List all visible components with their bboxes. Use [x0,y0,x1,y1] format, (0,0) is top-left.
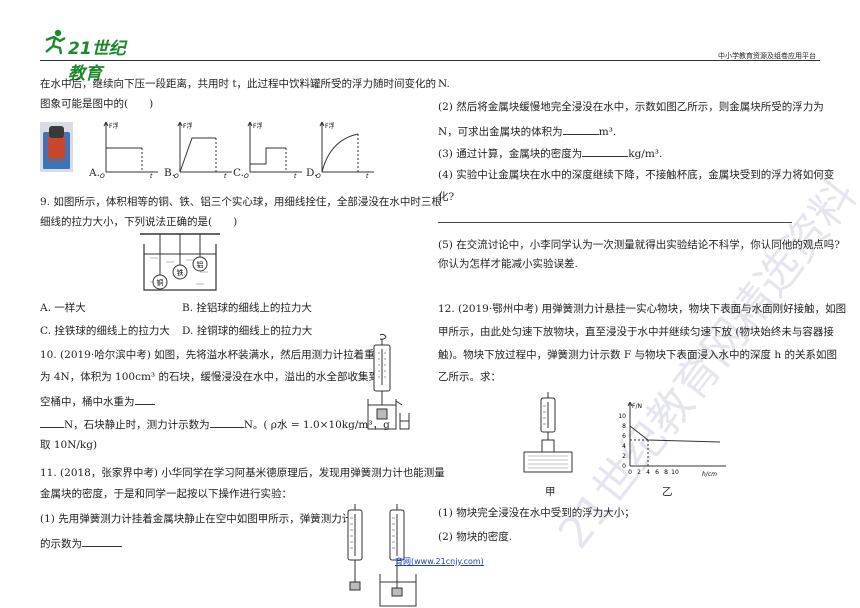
q9-option-b[interactable]: B. 拴铝球的细线上的拉力大 [182,302,312,314]
q9-line1: 9. 如图所示，体积相等的铜、铁、铝三个实心球，用细线拴住，全部浸没在水中时三根 [40,196,442,208]
q10-line1: 10. (2019·哈尔滨中考) 如图，先将溢水杯装满水，然后用测力计拉着重 [40,349,375,361]
can-photo [40,122,73,172]
q8-line1: 在水中后，继续向下压一段距离，共用时 t，此过程中饮料罐所受的浮力随时间变化的 [40,78,437,90]
q12-line1: 12. (2019·鄂州中考) 用弹簧测力计悬挂一实心物块，物块下表面与水面刚好… [438,303,847,315]
figure-jia-label: 甲 [545,486,556,498]
header-divider [40,60,820,61]
svg-text:4: 4 [646,469,650,476]
q11-line1: 11. (2018，张家界中考) 小华同学在学习阿基米德原理后，发现用弹簧测力计… [40,467,445,479]
svg-text:F浮: F浮 [253,122,262,130]
header-right-text: 中小学教育资源及组卷应用平台 [718,52,816,60]
svg-text:O: O [100,173,105,178]
svg-text:铁: 铁 [177,268,184,277]
svg-text:h/cm: h/cm [702,471,717,478]
answer-line [438,222,792,223]
q11-step4: (4) 实验中让金属块在水中的深度继续下降，不接触杯底，金属块受到的浮力将如何变 [438,169,835,181]
overflow-cup-figure [367,333,410,430]
svg-text:铜: 铜 [157,278,164,287]
q12-line4: 乙所示。求： [438,371,501,383]
q9-option-c[interactable]: C. 拴铁球的细线上的拉力大 [40,325,170,337]
svg-text:F/N: F/N [632,403,642,410]
q11-line3: (1) 先用弹簧测力计挂着金属块静止在空中如图甲所示，弹簧测力计 [40,513,353,525]
svg-text:6: 6 [655,469,659,476]
q12-sub2: (2) 物块的密度. [438,531,513,543]
q10-line5: 取 10N/kg) [40,439,98,451]
spring-scale-figures [347,504,417,607]
svg-text:0: 0 [622,463,626,470]
svg-text:O: O [174,173,179,178]
q9-line2: 细线的拉力大小，下列说法正确的是( ) [40,216,238,228]
svg-text:F浮: F浮 [183,122,192,130]
figure-jia [523,392,573,473]
svg-text:10: 10 [618,413,626,420]
svg-text:8: 8 [664,469,668,476]
svg-text:O: O [316,173,321,178]
logo-text: 21世纪教育 [68,39,126,84]
runner-logo-icon [45,29,66,55]
svg-text:t: t [366,173,369,178]
svg-text:2: 2 [637,469,641,476]
option-a-label[interactable]: A. [89,167,100,179]
q12-line3: 触)。物块下放过程中，弹簧测力计示数 F 与物块下表面浸入水中的深度 h 的关系… [438,349,837,361]
graph-d: F浮 O t [316,121,374,178]
site-logo: 21世纪教育 [40,28,140,84]
svg-text:0: 0 [628,469,632,476]
graph-b: F浮 O t [174,121,232,178]
q11-step4-cont: 化? [438,191,455,203]
q12-sub1: (1) 物块完全浸没在水中受到的浮力大小； [438,507,635,519]
svg-text:O: O [244,173,249,178]
q11-step5-cont: 你认为怎样才能减小实验误差. [438,258,578,270]
q11-step5: (5) 在交流讨论中，小李同学认为一次测量就得出实验结论不科学，你认同他的观点吗… [438,239,840,251]
option-c-label[interactable]: C. [233,167,244,179]
svg-text:t: t [294,173,297,178]
q10-line3: 空桶中，桶中水重为 [40,393,155,409]
q11-cont-line1: N. [438,78,450,90]
svg-text:6: 6 [622,433,626,440]
figure-yi-label: 乙 [662,486,673,498]
svg-text:F浮: F浮 [109,122,118,130]
q10-line2: 为 4N，体积为 100cm³ 的石块，缓慢浸没在水中，溢出的水全部收集到小 [40,371,390,383]
figure-yi-chart: F/N h/cm 0 2 4 6 8 10 0 2 4 6 8 10 [618,401,726,478]
svg-text:t: t [224,173,227,178]
q8-line2: 图象可能是图中的( ) [40,98,154,110]
q11-step2: (2) 然后将金属块缓慢地完全浸没在水中，示数如图乙所示，则金属块所受的浮力为 [438,101,824,113]
svg-text:8: 8 [622,423,626,430]
footer-link[interactable]: 育网(www.21cnjy.com) [395,557,484,566]
svg-text:10: 10 [671,469,679,476]
svg-text:t: t [150,173,153,178]
q11-line2: 金属块的密度，于是和同学一起按以下操作进行实验： [40,488,292,500]
q9-option-d[interactable]: D. 拴铜球的细线上的拉力大 [182,325,313,337]
graph-c: F浮 O t [244,121,302,178]
graph-a: F浮 O t [100,121,158,178]
option-b-label[interactable]: B. [164,167,176,179]
svg-text:铝: 铝 [197,260,204,269]
option-d-label[interactable]: D. [306,167,318,179]
beaker-balls-figure: 铝 铁 铜 [140,233,220,291]
svg-text:4: 4 [622,443,626,450]
svg-text:2: 2 [622,453,626,460]
svg-text:F浮: F浮 [325,122,334,130]
q12-line2: 甲所示，由此处匀速下放物块，直至浸没于水中并继续匀速下放 (物块始终未与容器接 [438,326,834,338]
q11-line4: 的示数为 [40,535,122,551]
q9-option-a[interactable]: A. 一样大 [40,302,86,314]
